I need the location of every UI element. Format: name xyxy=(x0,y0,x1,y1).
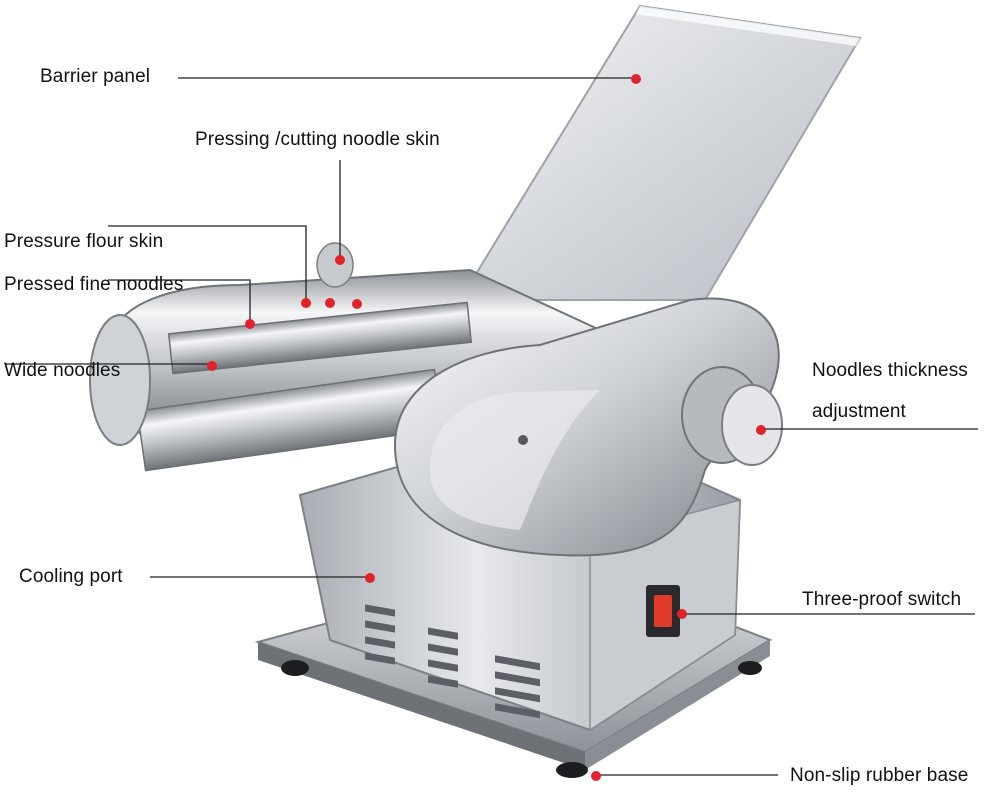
label-pressed-fine-noodles: Pressed fine noodles xyxy=(4,274,184,295)
rubber-foot xyxy=(738,661,762,675)
marker-barrier-panel xyxy=(631,74,641,84)
label-cooling-port: Cooling port xyxy=(19,566,123,587)
label-non-slip-rubber-base: Non-slip rubber base xyxy=(790,765,969,786)
marker-noodles-thickness xyxy=(756,425,766,435)
label-three-proof-switch: Three-proof switch xyxy=(802,589,962,610)
rubber-foot xyxy=(281,660,309,676)
marker-wide-noodles xyxy=(207,361,217,371)
cooling-vents xyxy=(365,604,540,719)
thickness-knob xyxy=(721,384,783,466)
marker-non-slip-base xyxy=(591,771,601,781)
screw xyxy=(518,435,528,445)
marker-pressed-fine-noodles xyxy=(245,319,255,329)
markers xyxy=(207,74,766,781)
label-pressure-flour-skin: Pressure flour skin xyxy=(4,231,164,252)
marker-three-proof-switch xyxy=(677,609,687,619)
roller-top xyxy=(167,301,473,375)
roller-end-cap xyxy=(89,314,151,446)
marker-cooling-port xyxy=(365,573,375,583)
leader-pressure-flour-skin xyxy=(108,225,307,302)
barrier-panel xyxy=(458,4,862,301)
top-knob xyxy=(316,242,354,288)
label-noodles-thickness: Noodles thickness xyxy=(812,360,968,381)
label-barrier-panel: Barrier panel xyxy=(40,66,151,87)
marker-pressing-cutting xyxy=(335,255,345,265)
label-pressing-cutting-noodle-skin: Pressing /cutting noodle skin xyxy=(195,129,440,150)
three-proof-switch xyxy=(654,595,672,627)
rubber-foot xyxy=(556,762,588,778)
leader-lines xyxy=(5,77,978,776)
leader-pressed-fine-noodles xyxy=(108,279,251,323)
marker-pressure-flour-skin-2 xyxy=(325,298,335,308)
label-wide-noodles: Wide noodles xyxy=(4,360,121,381)
machine-illustration xyxy=(89,4,862,778)
marker-pressure-flour-skin-1 xyxy=(301,298,311,308)
marker-pressure-flour-skin-3 xyxy=(352,299,362,309)
label-adjustment: adjustment xyxy=(812,401,906,422)
